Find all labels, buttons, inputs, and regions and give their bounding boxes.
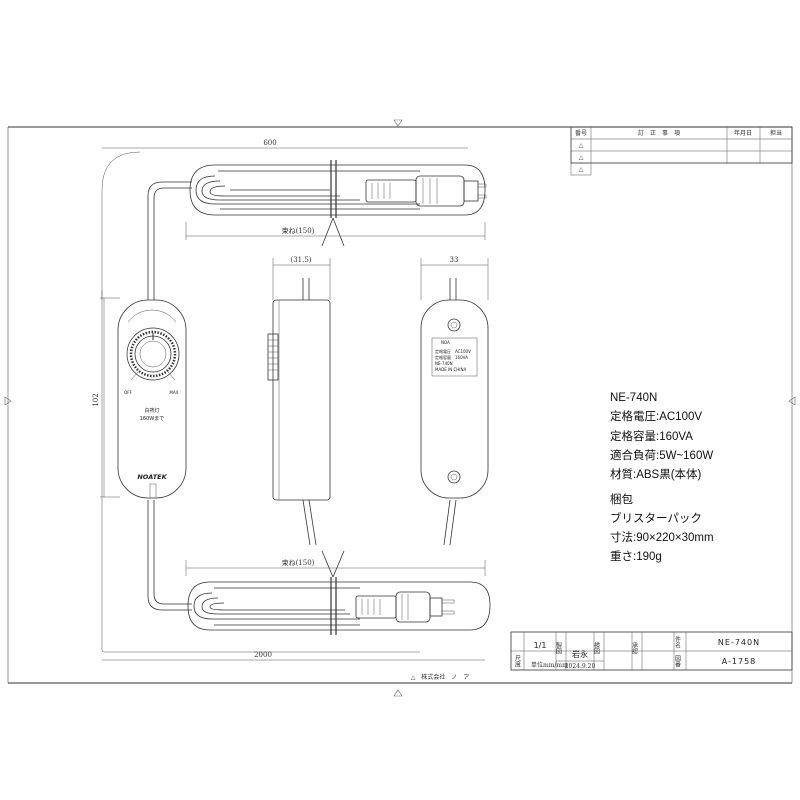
back-label-model: NE-740N: [435, 361, 453, 366]
rev-header-owner: 担当: [770, 129, 782, 137]
dimmer-back-view: [420, 278, 489, 546]
bottom-plug: [330, 577, 455, 635]
dimmer-front-view: [117, 299, 187, 499]
dimmer-max-label: MAX: [170, 390, 179, 395]
tb-product-name: NE-740N: [718, 638, 760, 647]
tb-number-label: 図番: [674, 655, 681, 668]
back-label-voltage: 定格電圧 AC100V: [435, 348, 471, 354]
rev-header-number: 番号: [575, 130, 587, 137]
rev-row-mark: △: [579, 154, 584, 161]
tb-drawn-by: 岩永: [572, 649, 588, 659]
spec-packing-type: ブリスターパック: [610, 511, 702, 525]
spec-weight: 重さ:190g: [610, 549, 662, 563]
spec-capacity: 定格容量:160VA: [610, 429, 693, 443]
cord-outline: [101, 151, 420, 653]
dim-side-depth: (31.5): [290, 256, 311, 264]
spec-voltage: 定格電圧:AC100V: [610, 409, 702, 423]
tb-drawing-number: A-1758: [722, 657, 757, 666]
tb-name-label: 件名: [674, 635, 681, 649]
spec-packing-title: 梱包: [610, 492, 633, 506]
tb-scale-label: 尺度: [514, 655, 521, 668]
dim-bundle-bottom: 束ね(150): [282, 559, 315, 567]
back-label-brand: NOA: [441, 340, 450, 345]
dim-width-bottom: 2000: [254, 651, 272, 659]
tb-drawn-label: 製図: [555, 641, 562, 655]
spec-material: 材質:ABS黒(本体): [610, 467, 702, 481]
spec-packing-size: 寸法:90×220×30mm: [610, 530, 714, 544]
back-label-origin: MADE IN CHINA: [435, 367, 466, 372]
rev-header-description: 訂 正 事 項: [638, 129, 680, 137]
company-name: △ 株式会社 ノ ア: [411, 673, 470, 681]
drawing-frame: [7, 126, 793, 684]
dimmer-load-line2: 160Wまで: [140, 416, 165, 422]
dim-width-top: 600: [263, 139, 276, 147]
tb-date: 2024.9.20: [565, 663, 596, 670]
dim-bundle-top: 束ね(150): [282, 227, 315, 235]
rev-row-mark: △: [579, 142, 584, 149]
top-coiled-cord: [189, 164, 486, 216]
dimmer-side-view: [267, 278, 331, 546]
dimension-lines: [100, 147, 489, 661]
top-plug: [330, 160, 487, 218]
back-label-capacity: 定格容量 160VA: [435, 354, 468, 360]
rev-header-date: 年月日: [734, 129, 752, 137]
tb-check-label: 検図: [593, 641, 600, 655]
tb-approve-label: 承認: [631, 641, 638, 655]
rev-row-mark: △: [579, 166, 584, 173]
tb-scale-value: 1/1: [534, 641, 547, 650]
dim-back-width: 33: [450, 256, 459, 264]
title-block: [510, 631, 793, 671]
dimmer-load-line1: 白熱灯: [144, 407, 159, 414]
bundle-tie-bottom: [321, 550, 345, 578]
dimmer-brand-logo: NOATEK: [137, 473, 167, 481]
bottom-coiled-cord: [187, 581, 491, 631]
tb-unit-label: 単位: [531, 661, 543, 669]
spec-load: 適合負荷:5W~160W: [610, 448, 713, 462]
bundle-tie-top: [321, 217, 345, 247]
dim-body-length: 102: [92, 393, 100, 406]
revision-table: 番号 訂 正 事 項 年月日 担当 △ △ △: [570, 126, 793, 176]
dimmer-off-label: OFF: [124, 390, 132, 395]
centering-marks: [4, 119, 796, 697]
spec-model: NE-740N: [610, 392, 657, 404]
tb-unit-value: mm/mm: [543, 662, 568, 669]
